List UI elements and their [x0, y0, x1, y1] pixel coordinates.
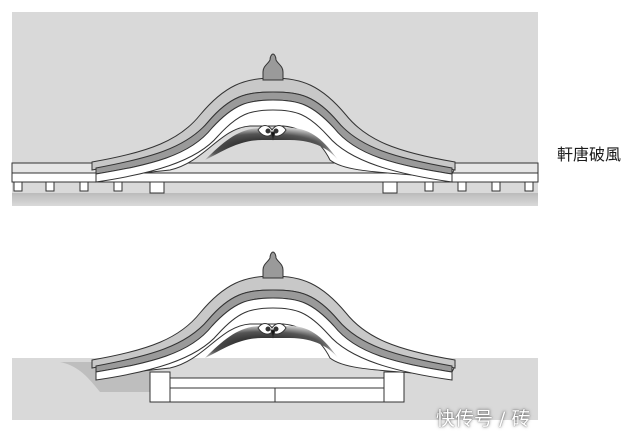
bottom-beam-right-end: [383, 371, 405, 403]
bottom-gable-hollow: [205, 326, 338, 358]
top-finial: [262, 53, 284, 81]
bottom-gegyo-ornament: [257, 323, 287, 339]
bottom-beam-left-end: [149, 371, 171, 403]
top-gegyo-ornament: [257, 125, 287, 141]
top-gable-hollow: [205, 128, 338, 160]
bottom-beam-lower: [149, 387, 405, 403]
bottom-diagram: [12, 251, 538, 420]
top-eave-shadow: [12, 193, 538, 206]
watermark-text: 快传号 / 砖: [436, 408, 531, 430]
bottom-finial: [262, 251, 284, 279]
top-eave-strip: [11, 162, 539, 174]
top-diagram: [11, 12, 539, 206]
roof-type-label: 軒唐破風: [557, 145, 622, 164]
top-eave-beam: [11, 172, 539, 183]
bottom-roof-fascia: [95, 297, 453, 381]
bottom-beam-upper: [149, 377, 405, 389]
top-roof-fascia: [95, 99, 453, 183]
